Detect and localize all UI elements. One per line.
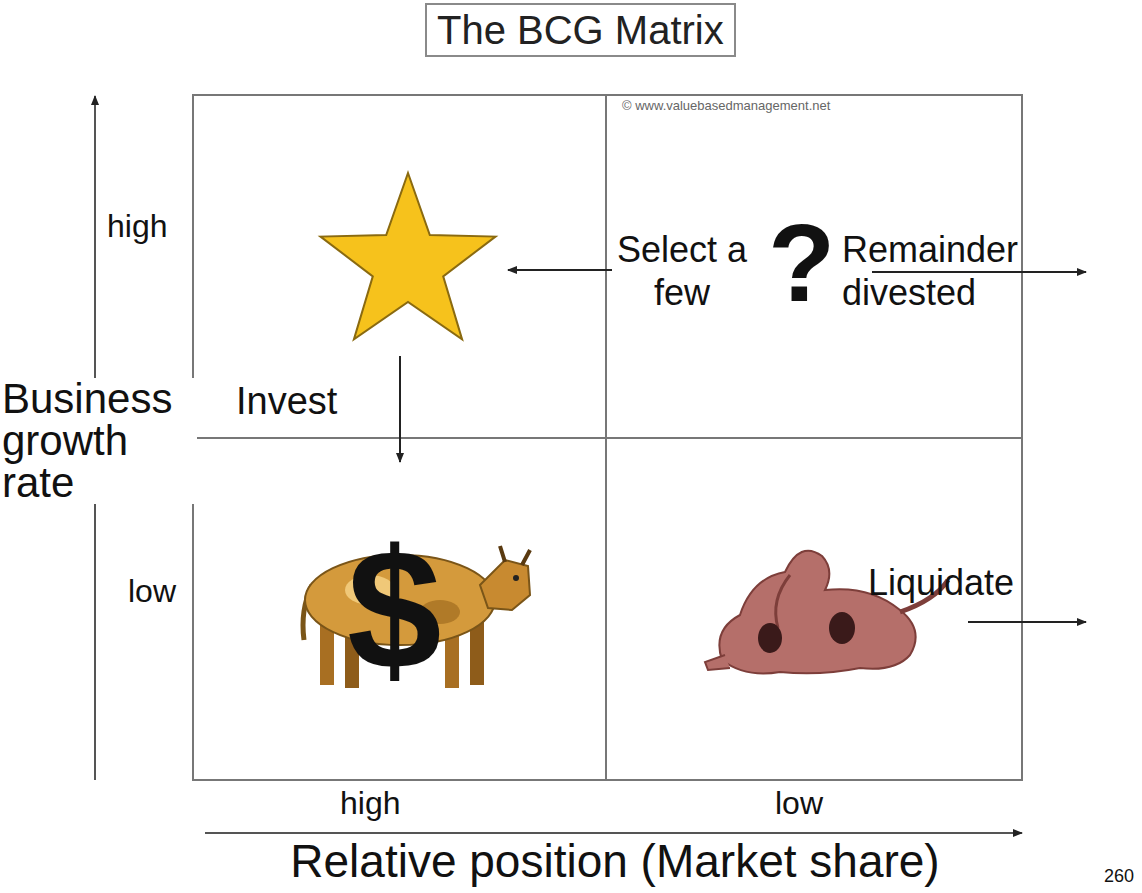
axis-title: Business growth rate	[2, 378, 197, 504]
star-icon	[321, 173, 496, 339]
title-box: The BCG Matrix	[425, 3, 736, 57]
grid-divider	[193, 437, 1022, 439]
watermark: © www.valuebasedmanagement.net	[622, 99, 830, 114]
axis-level: high	[107, 208, 168, 245]
matrix-grid	[193, 95, 1022, 780]
select-arrow	[508, 269, 612, 271]
question-mark: ?	[768, 200, 835, 327]
axis-title: Relative position (Market share)	[205, 838, 1025, 884]
axis-level: low	[128, 573, 176, 610]
action-label: Remainder divested	[842, 228, 1042, 314]
dollar-sign: $	[347, 512, 442, 708]
axis-level: high	[340, 785, 401, 822]
axis-level: low	[775, 785, 823, 822]
invest-arrow	[399, 356, 401, 462]
x-axis-arrow	[205, 832, 1022, 834]
action-label: Liquidate	[868, 562, 1014, 603]
page-number: 260	[1104, 866, 1134, 887]
action-label: Invest	[236, 380, 337, 424]
liquidate-arrow	[968, 621, 1086, 623]
action-label: Select a few	[612, 228, 752, 314]
